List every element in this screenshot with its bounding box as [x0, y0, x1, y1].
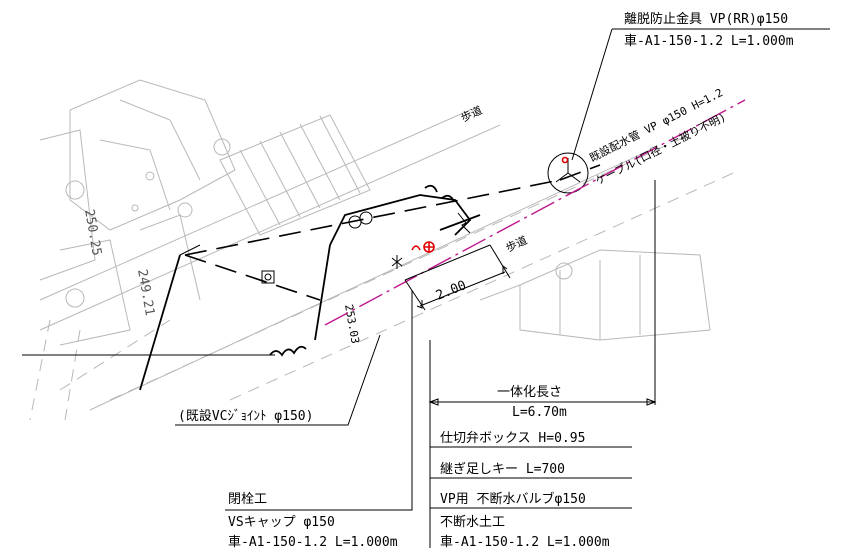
plug-work-label: 閉栓工 [228, 492, 267, 507]
extension-key-label: 継ぎ足しキー L=700 [440, 462, 565, 477]
pipework [22, 152, 601, 391]
cut-work-code: 車-A1-150-1.2 L=1.000m [440, 535, 610, 550]
existing-joint-label: (既設VCｼﾞｮｲﾝﾄ φ150) [178, 408, 313, 424]
vs-cap-code: 車-A1-150-1.2 L=1.000m [228, 535, 398, 550]
cut-work-label: 不断水土工 [440, 515, 505, 530]
vs-cap-label: VSキャップ φ150 [228, 515, 335, 530]
fitting-label: 離脱防止金具 VP(RR)φ150 [624, 11, 788, 27]
leaders [175, 28, 830, 548]
road-mark-2: 歩道 [503, 233, 529, 255]
elevation-250-25: 250.25 [81, 208, 104, 257]
valve-box-label: 仕切弁ボックス H=0.95 [440, 431, 585, 446]
elevation-249-21: 249.21 [134, 268, 157, 317]
integrated-length-value: L=6.70m [512, 405, 567, 420]
annotation-text: 離脱防止金具 VP(RR)φ150 車-A1-150-1.2 L=1.000m … [178, 11, 794, 550]
fitting-code: 車-A1-150-1.2 L=1.000m [624, 34, 794, 49]
vp-valve-label: VP用 不断水バルブφ150 [440, 491, 586, 507]
road-mark-1: 歩道 [458, 103, 484, 125]
elevation-253-03: 253.03 [342, 303, 362, 344]
cable-line [324, 99, 746, 326]
integrated-length-title: 一体化長さ [497, 385, 562, 400]
